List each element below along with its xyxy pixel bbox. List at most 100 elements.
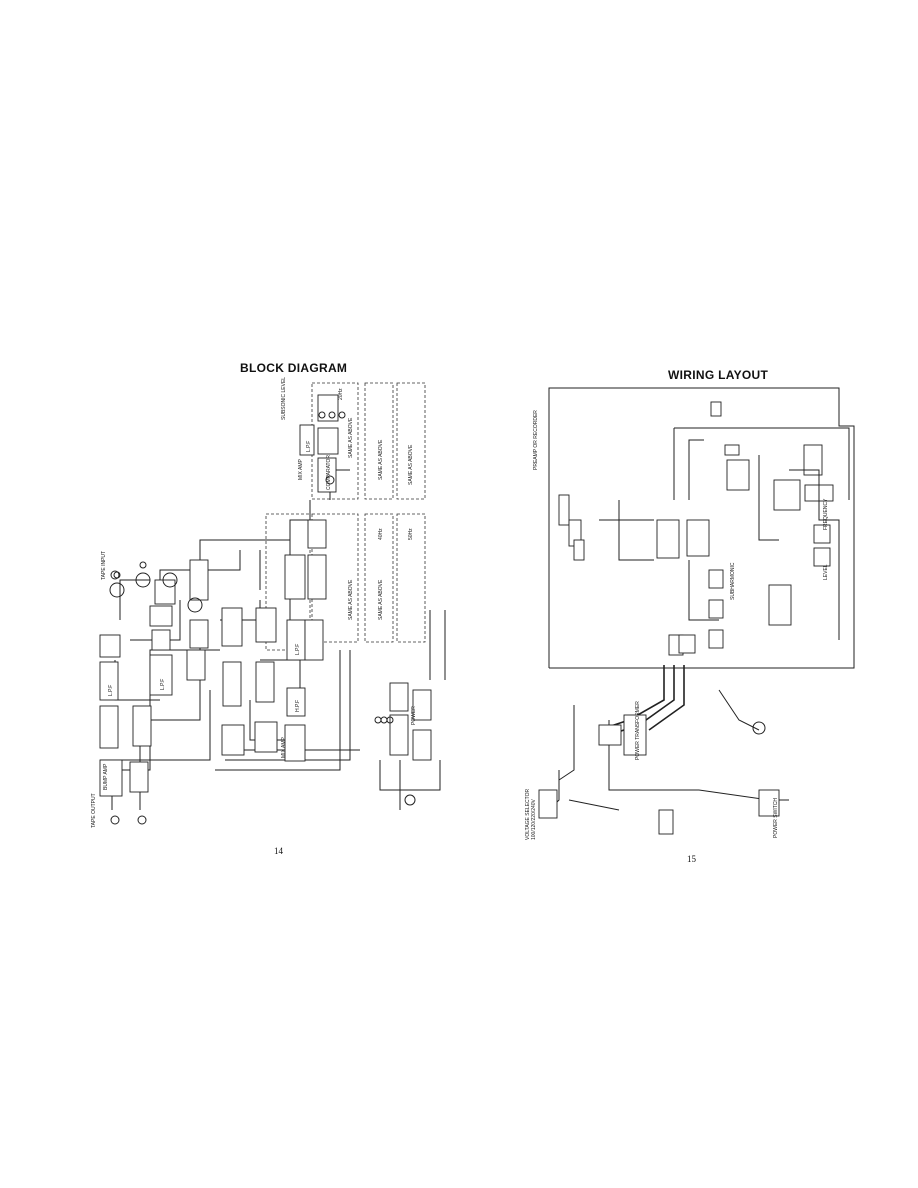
block-diagram-title: BLOCK DIAGRAM: [240, 361, 348, 375]
ic-box-102: [99, 705, 119, 749]
mix-amp-box-3: [284, 724, 306, 762]
same-as-above-label-1: SAME AS ABOVE: [348, 417, 354, 458]
pot-2: [708, 599, 724, 619]
power-switch-label: POWER SWITCH: [773, 798, 779, 838]
ic-box-101: [129, 761, 149, 793]
regulator-box-1: [412, 689, 432, 721]
bridge-rectifier-box: [389, 714, 409, 756]
tape-input-label: TAPE INPUT: [101, 551, 107, 580]
lpf-label-3: L.P.F: [295, 644, 301, 655]
left-page-block-diagram: BLOCK DIAGRAM 14: [91, 361, 446, 856]
frequency-label: FREQUENCY: [823, 498, 829, 530]
ic-box-104: [99, 634, 121, 658]
jack-b: [573, 539, 585, 561]
same-as-above-label-3: SAME AS ABOVE: [408, 444, 414, 485]
ic-block-b: [803, 444, 823, 476]
tape-output-label: TAPE OUTPUT: [91, 793, 97, 828]
hz-50-label: 50Hz: [408, 528, 414, 540]
right-page-wiring-layout: WIRING LAYOUT 15: [459, 0, 918, 1188]
ic-box-107: [149, 605, 173, 627]
ic-box-401: [389, 682, 409, 712]
mix-amp-box-2: [255, 661, 275, 703]
ac-plug: [752, 721, 766, 735]
comparator-label: COMPARATOR: [326, 455, 332, 490]
ic-box-105: [151, 629, 171, 651]
bump-amp-box: [99, 759, 123, 797]
mix-amp-label: MIX AMP: [298, 458, 304, 480]
ic-box-108: [154, 579, 176, 605]
lpf-box-4: [299, 424, 315, 456]
pot-3: [708, 629, 724, 649]
power-switch-body: [758, 789, 780, 817]
ic-box-205: [304, 619, 324, 661]
right-page-number: 15: [687, 854, 696, 864]
ic-box-206: [284, 554, 306, 600]
connector-block-e: [656, 519, 680, 559]
ic-box-207: [307, 554, 327, 600]
dashed-group-lower-50hz: [396, 513, 426, 643]
same-as-above-label-2: SAME AS ABOVE: [378, 439, 384, 480]
connector-a: [724, 444, 740, 456]
ic-box-202: [254, 721, 278, 753]
ic-block-a: [726, 459, 750, 491]
transformer-body: [598, 724, 622, 746]
lpf-box-1: [99, 661, 119, 701]
preamp-label: PREAMP OR RECORDER: [533, 410, 539, 470]
pot-1: [708, 569, 724, 589]
voltage-selector-switch: [538, 789, 558, 819]
power-transformer: [623, 714, 647, 756]
dashed-group-40hz: [364, 382, 394, 500]
ic-box-103: [132, 705, 152, 747]
same-as-above-label-5: SAME AS ABOVE: [348, 579, 354, 620]
lpf-box-2: [149, 654, 173, 696]
pcb-outline: [548, 387, 855, 669]
mix-amp-label-2: MIX AMP: [281, 736, 287, 758]
hpf-box: [286, 687, 306, 717]
tape-output-jack-2: [137, 815, 147, 825]
regulator-box-2: [412, 729, 432, 761]
level-label: LEVEL: [823, 564, 829, 580]
dashed-group-lower-40hz: [364, 513, 394, 643]
ic-box-208: [307, 519, 327, 549]
tape-input-jack: [110, 570, 120, 580]
lpf-label-4: L.P.F: [306, 441, 312, 452]
dashed-group-50hz: [396, 382, 426, 500]
wiring-layout-title: WIRING LAYOUT: [668, 368, 769, 382]
tape-output-jack: [110, 815, 120, 825]
block-diagram-figure: TAPE OUTPUT BUMP AMP TAPE INPUT SUBSONIC…: [91, 377, 446, 828]
wiring-layout-figure: VOLTAGE SELECTOR 100/120/220/240V POWER …: [525, 387, 855, 840]
ic-box-110: [189, 559, 209, 601]
switch-1: [678, 634, 696, 654]
subharmonic-label: SUBHARMONIC: [730, 562, 736, 600]
ic-box-301: [317, 427, 339, 455]
ic-box-203: [221, 607, 243, 647]
left-page-number: 14: [274, 846, 283, 856]
capacitor-top: [710, 401, 722, 417]
pot-level: [813, 547, 831, 567]
ic-box-109: [189, 619, 209, 649]
connector-block-g: [768, 584, 792, 626]
hz-20-label: 20Hz: [338, 388, 344, 400]
voltage-selector-label: VOLTAGE SELECTOR: [525, 788, 531, 840]
same-as-above-label-4: SAME AS ABOVE: [378, 579, 384, 620]
subsonic-level-label: SUBSONIC LEVEL: [281, 377, 287, 420]
bump-amp-label: BUMP AMP: [103, 763, 109, 790]
hz-40-label: 40Hz: [378, 528, 384, 540]
hpf-label: H.P.F: [295, 700, 301, 712]
ic-box-201: [221, 724, 245, 756]
connector-block-c: [773, 479, 801, 511]
voltage-values-label: 100/120/220/240V: [531, 798, 537, 840]
ic-box-204: [255, 607, 277, 643]
ic-box-106: [186, 649, 206, 681]
power-transformer-label: POWER TRANSFORMER: [635, 701, 641, 760]
fuse-holder: [558, 494, 570, 526]
fuse-bottom: [658, 809, 674, 835]
power-label: POWER: [411, 706, 417, 725]
mix-amp-box-1: [222, 661, 242, 707]
lpf-label-1: L.P.F: [108, 685, 114, 696]
pot-frequency: [813, 524, 831, 544]
dashed-group-lower-20hz: [311, 513, 359, 643]
ic-box-302: [317, 394, 339, 422]
lpf-label-2: L.P.F: [160, 679, 166, 690]
connector-block-f: [686, 519, 710, 557]
